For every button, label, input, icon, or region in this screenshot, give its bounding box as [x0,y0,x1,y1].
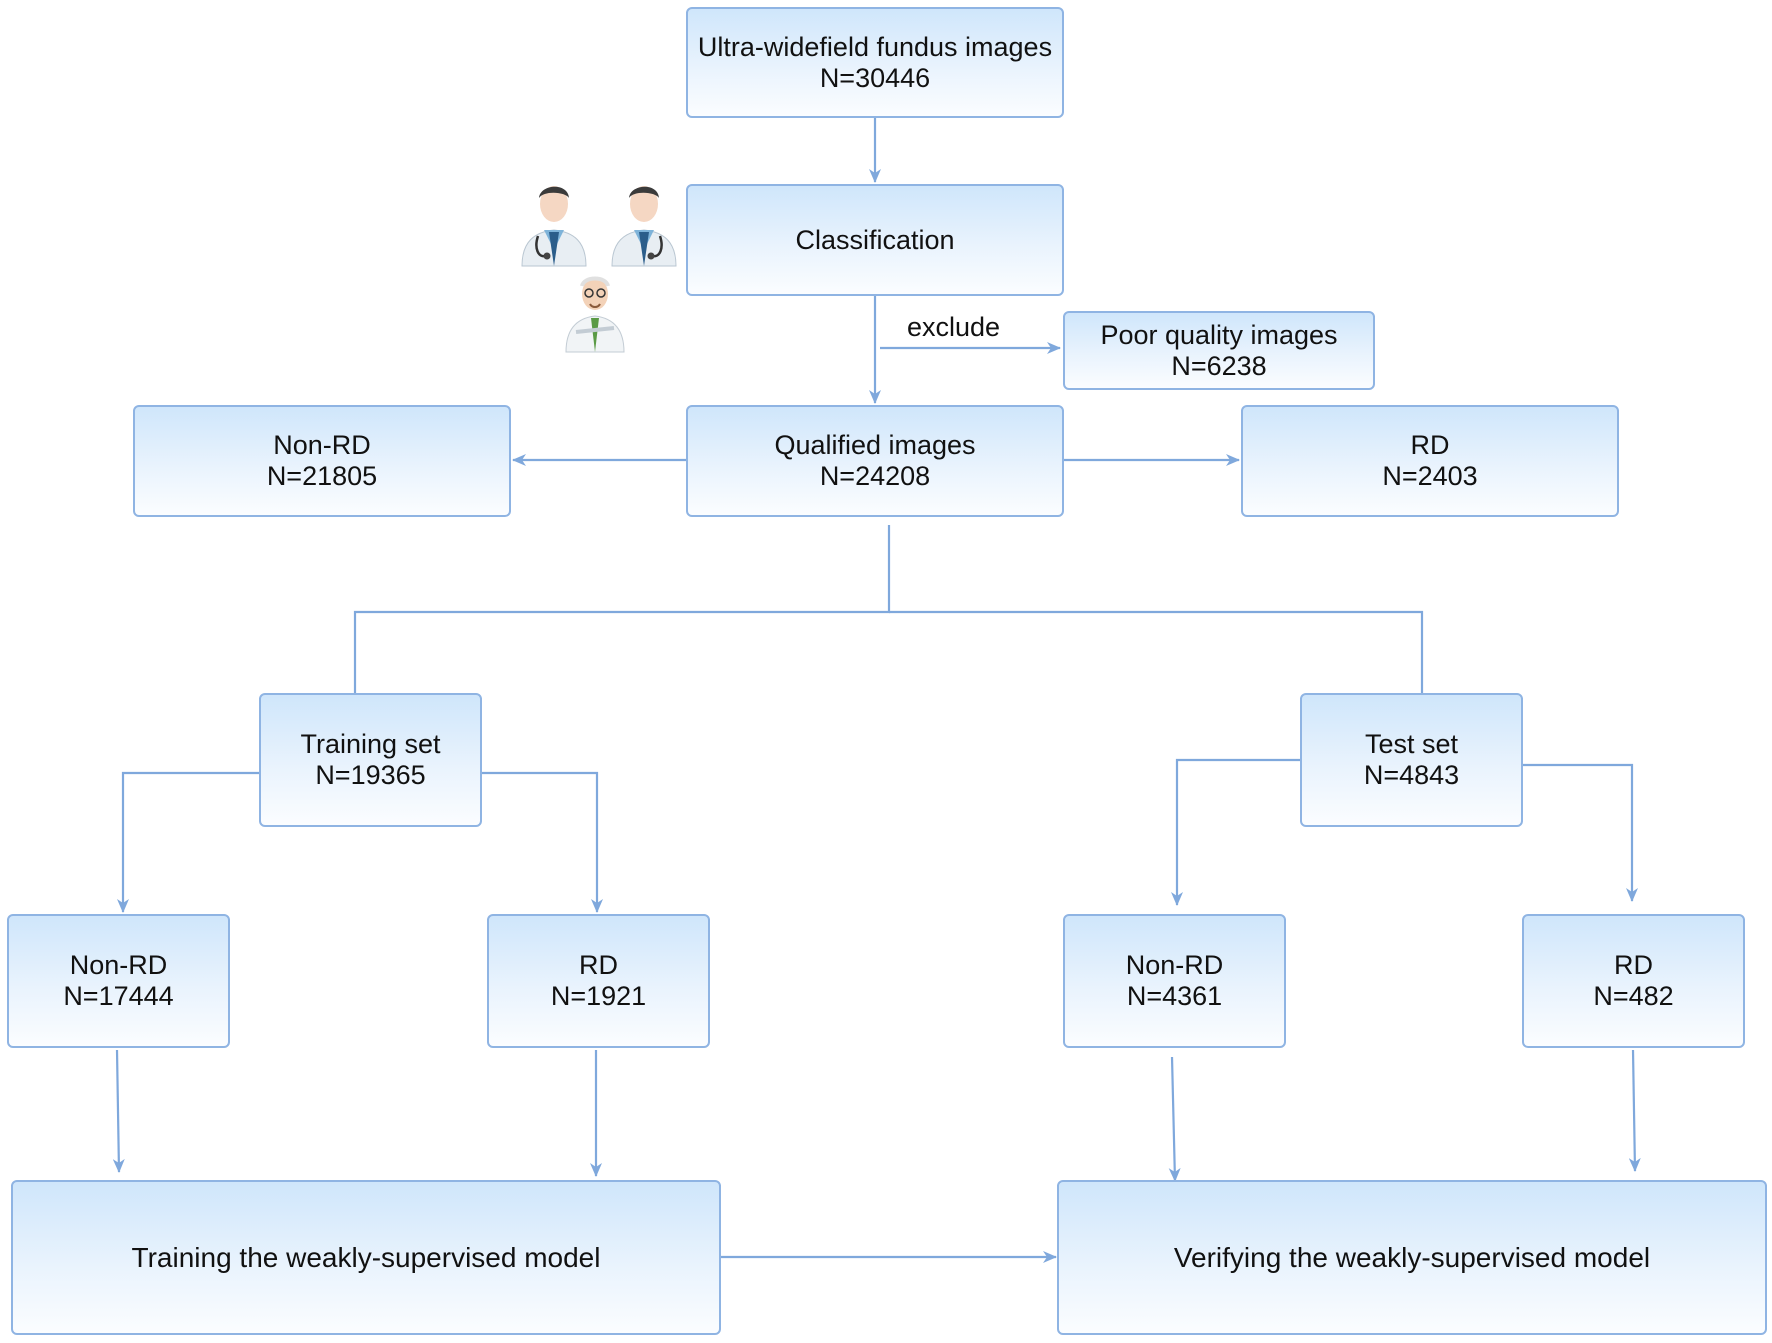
node-rd-all: RD N=2403 [1241,405,1619,517]
node-verifying-model: Verifying the weakly-supervised model [1057,1180,1767,1335]
node-source: Ultra-widefield fundus images N=30446 [686,7,1064,118]
node-test-rd: RD N=482 [1522,914,1745,1048]
arrow-test-non-rd-to-verify [1168,1056,1181,1182]
node-non-rd-all-count: N=21805 [266,461,378,491]
node-train-non-rd: Non-RD N=17444 [7,914,230,1048]
node-source-count: N=30446 [819,62,931,93]
node-training-model: Training the weakly-supervised model [11,1180,721,1335]
arrow-train-non-rd-to-model [112,1049,125,1173]
senior-doctor-icon [565,276,625,353]
arrow-training-to-rd [482,771,603,913]
node-training-set: Training set N=19365 [259,693,482,827]
doctor-icon [521,186,587,267]
node-qualified-title: Qualified images [774,430,976,460]
node-rd-all-count: N=2403 [1382,461,1478,491]
node-rd-all-title: RD [1410,430,1450,460]
node-test-non-rd: Non-RD N=4361 [1063,914,1286,1048]
node-qualified: Qualified images N=24208 [686,405,1064,517]
split-line-right [889,610,1424,693]
node-train-rd: RD N=1921 [487,914,710,1048]
arrow-test-to-rd [1523,763,1638,902]
node-verifying-model-title: Verifying the weakly-supervised model [1173,1242,1651,1273]
node-poor-quality: Poor quality images N=6238 [1063,311,1375,390]
doctor-icon [611,186,677,267]
node-poor-quality-count: N=6238 [1171,350,1267,381]
node-non-rd-all-title: Non-RD [273,430,371,460]
node-classification: Classification [686,184,1064,296]
node-train-non-rd-count: N=17444 [63,981,174,1011]
node-train-rd-title: RD [579,950,618,980]
node-test-set-title: Test set [1364,729,1459,759]
arrow-training-to-non-rd [117,771,259,913]
node-qualified-count: N=24208 [819,461,931,491]
node-classification-title: Classification [795,224,955,255]
node-poor-quality-title: Poor quality images [1100,319,1338,350]
node-train-non-rd-title: Non-RD [69,950,168,980]
node-non-rd-all: Non-RD N=21805 [133,405,511,517]
node-train-rd-count: N=1921 [550,981,647,1011]
arrow-test-rd-to-verify [1628,1049,1641,1172]
node-test-non-rd-count: N=4361 [1126,981,1223,1011]
arrow-test-to-non-rd [1171,758,1300,906]
node-source-title: Ultra-widefield fundus images [697,31,1053,62]
node-test-rd-title: RD [1614,950,1653,980]
node-test-non-rd-title: Non-RD [1125,950,1224,980]
node-test-set-count: N=4843 [1363,760,1460,790]
node-test-rd-count: N=482 [1593,981,1674,1011]
split-line [353,525,891,693]
node-test-set: Test set N=4843 [1300,693,1523,827]
edge-label-exclude: exclude [907,312,1001,342]
node-training-set-title: Training set [300,729,441,759]
node-training-set-count: N=19365 [315,760,426,790]
node-training-model-title: Training the weakly-supervised model [131,1242,601,1273]
